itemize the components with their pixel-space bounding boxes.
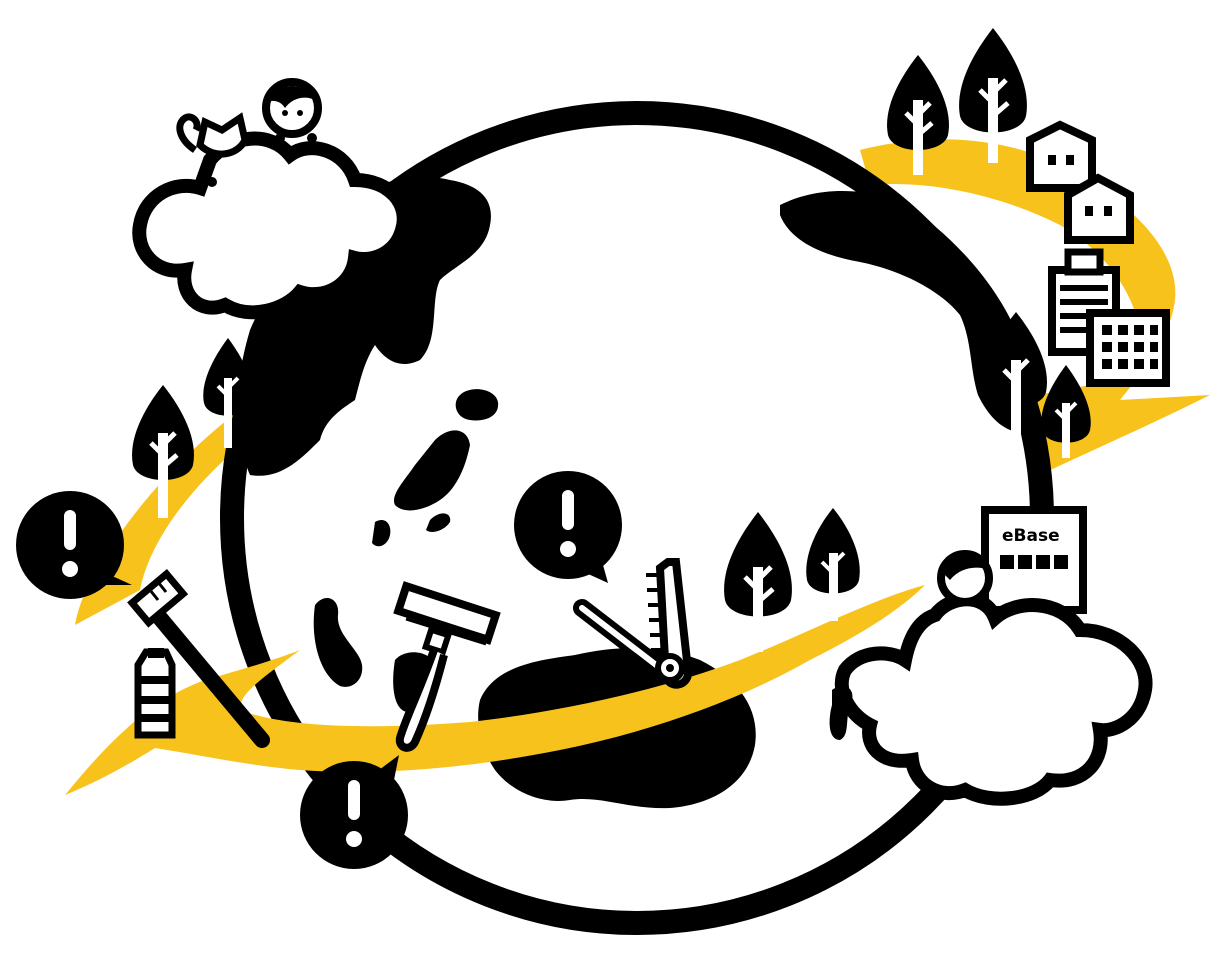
factory-building-icon: eBase	[981, 506, 1087, 614]
orbit-ribbon-front	[65, 585, 925, 795]
alert-bubble-icon	[300, 755, 408, 869]
comb-icon	[573, 558, 693, 689]
cat-icon	[176, 112, 249, 187]
toothbrush-icon	[127, 568, 270, 748]
razor-icon	[393, 581, 501, 752]
tree-icon	[724, 512, 792, 652]
house-icon	[1064, 173, 1134, 244]
cloud-icon	[829, 592, 1153, 806]
toothpaste-tube-icon	[134, 648, 176, 739]
tree-icon	[203, 338, 253, 448]
trees	[132, 28, 1091, 652]
factory-sign-brand: eBase	[1002, 526, 1060, 546]
cloud-icon	[132, 131, 411, 320]
person-icon	[262, 78, 322, 143]
tree-icon	[985, 312, 1047, 438]
tree-icon	[806, 508, 860, 621]
tree-icon	[959, 28, 1027, 163]
alert-bubble-icon	[514, 471, 622, 583]
alert-bubble-icon	[16, 491, 132, 599]
tree-icon	[132, 385, 194, 518]
house-icon	[1026, 120, 1096, 192]
tree-icon	[887, 55, 949, 175]
office-building-icon	[1086, 309, 1170, 387]
tree-icon	[1041, 365, 1091, 458]
person-icon	[937, 550, 993, 609]
